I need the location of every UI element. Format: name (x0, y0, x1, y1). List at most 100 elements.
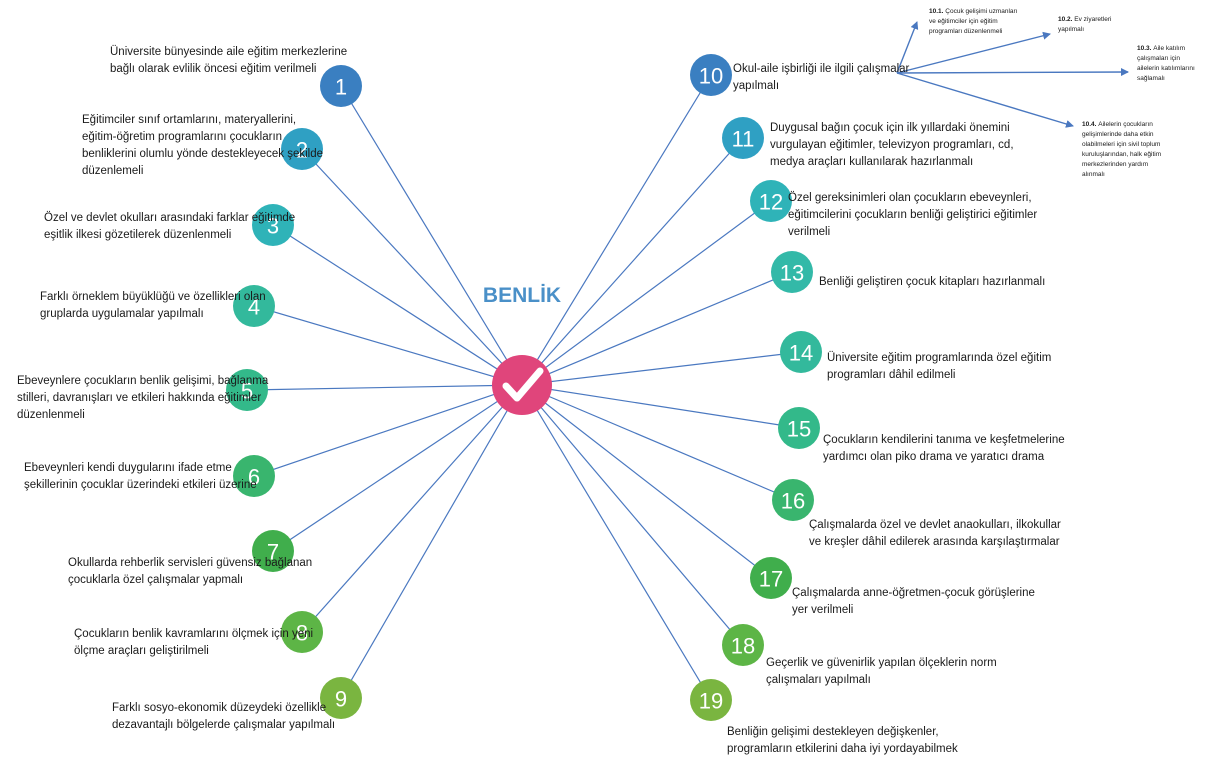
sub-arrow-10.4. (896, 72, 1074, 128)
sub-item-arrows (896, 21, 1129, 128)
node-circle-10 (690, 54, 732, 96)
node-label-13: Benliği geliştiren çocuk kitapları hazır… (819, 276, 1046, 288)
node-label-12: Özel gereksinimleri olan çocukların ebev… (788, 192, 1038, 238)
node-circle-17 (750, 557, 792, 599)
node-number-18: 18 (731, 634, 755, 659)
connector-line-18 (521, 384, 744, 646)
connector-line-2 (301, 148, 523, 386)
node-number-9: 9 (335, 687, 347, 712)
node-number-6: 6 (248, 465, 260, 490)
connector-line-17 (521, 384, 772, 579)
sub-arrow-10.2. (896, 31, 1051, 74)
connector-line-8 (301, 384, 523, 633)
connector-line-11 (521, 137, 744, 386)
node-label-9: Farklı sosyo-ekonomik düzeydeki özellikl… (112, 702, 336, 731)
connector-line-4 (253, 305, 523, 386)
node-13: 13 (771, 251, 813, 293)
node-circle-18 (722, 624, 764, 666)
connector-line-16 (521, 384, 794, 501)
node-label-19: Benliğin gelişimi destekleyen değişkenle… (727, 726, 958, 755)
node-12: 12 (750, 180, 792, 222)
node-circle-9 (320, 677, 362, 719)
node-9: 9 (320, 677, 362, 719)
node-number-17: 17 (759, 567, 783, 592)
sub-arrow-10.3. (896, 68, 1129, 77)
node-circle-16 (772, 479, 814, 521)
connector-line-19 (521, 384, 712, 701)
node-circle-15 (778, 407, 820, 449)
node-10: 10 (690, 54, 732, 96)
node-circle-2 (281, 128, 323, 170)
connector-line-15 (521, 384, 800, 429)
checkmark-icon (492, 355, 552, 415)
node-2: 2 (281, 128, 323, 170)
connector-line-13 (521, 271, 793, 386)
node-6: 6 (233, 455, 275, 497)
node-19: 19 (690, 679, 732, 721)
node-label-8: Çocukların benlik kavramlarını ölçmek iç… (74, 628, 314, 657)
node-label-14: Üniversite eğitim programlarında özel eğ… (827, 352, 1052, 381)
connector-line-3 (272, 224, 523, 386)
node-number-19: 19 (699, 689, 723, 714)
connector-line-6 (253, 384, 523, 477)
node-label-15: Çocukların kendilerini tanıma ve keşfetm… (823, 434, 1065, 463)
node-label-7: Okullarda rehberlik servisleri güvensiz … (68, 557, 313, 586)
node-label-10: Okul-aile işbirliği ile ilgili çalışmala… (733, 63, 910, 92)
node-label-5: Ebeveynlere çocukların benlik gelişimi, … (17, 375, 269, 421)
node-label-11: Duygusal bağın çocuk için ilk yıllardaki… (770, 122, 1014, 168)
center-title: BENLİK (483, 284, 561, 307)
node-circle-3 (252, 204, 294, 246)
node-label-4: Farklı örneklem büyüklüğü ve özellikleri… (40, 291, 266, 320)
node-label-18: Geçerlik ve güvenirlik yapılan ölçekleri… (766, 657, 997, 686)
node-label-3: Özel ve devlet okulları arasındaki farkl… (44, 212, 296, 241)
node-label-17: Çalışmalarda anne-öğretmen-çocuk görüşle… (792, 587, 1035, 616)
node-number-5: 5 (241, 379, 253, 404)
node-number-1: 1 (335, 75, 347, 100)
sub-arrow-10.1. (896, 21, 919, 74)
node-number-15: 15 (787, 417, 811, 442)
node-circle-5 (226, 369, 268, 411)
checkmark-glyph (502, 367, 544, 402)
node-7: 7 (252, 530, 294, 572)
node-circle-7 (252, 530, 294, 572)
node-circle-4 (233, 285, 275, 327)
node-circle-19 (690, 679, 732, 721)
node-1: 1 (320, 65, 362, 107)
node-8: 8 (281, 611, 323, 653)
connector-lines (246, 74, 802, 701)
node-16: 16 (772, 479, 814, 521)
node-14: 14 (780, 331, 822, 373)
node-number-3: 3 (267, 214, 279, 239)
node-number-11: 11 (732, 127, 755, 152)
node-number-8: 8 (296, 621, 308, 646)
connector-line-1 (340, 85, 523, 386)
node-number-14: 14 (789, 341, 813, 366)
node-17: 17 (750, 557, 792, 599)
node-label-1: Üniversite bünyesinde aile eğitim merkez… (110, 46, 348, 75)
node-15: 15 (778, 407, 820, 449)
node-label-6: Ebeveynleri kendi duygularını ifade etme… (24, 462, 257, 491)
node-circle-12 (750, 180, 792, 222)
node-number-16: 16 (781, 489, 805, 514)
node-circle-14 (780, 331, 822, 373)
node-circle-8 (281, 611, 323, 653)
node-circle-11 (722, 117, 764, 159)
connector-line-9 (340, 384, 523, 699)
center-hub: BENLİK (483, 284, 561, 415)
node-circle-6 (233, 455, 275, 497)
node-3: 3 (252, 204, 294, 246)
node-number-4: 4 (248, 295, 260, 320)
connector-line-7 (272, 384, 523, 552)
node-circle-1 (320, 65, 362, 107)
connector-line-5 (246, 384, 523, 391)
connector-line-10 (521, 74, 712, 386)
connector-line-12 (521, 200, 772, 386)
node-number-12: 12 (759, 190, 783, 215)
connector-line-14 (521, 351, 802, 386)
node-number-10: 10 (699, 64, 723, 89)
node-number-7: 7 (267, 540, 279, 565)
